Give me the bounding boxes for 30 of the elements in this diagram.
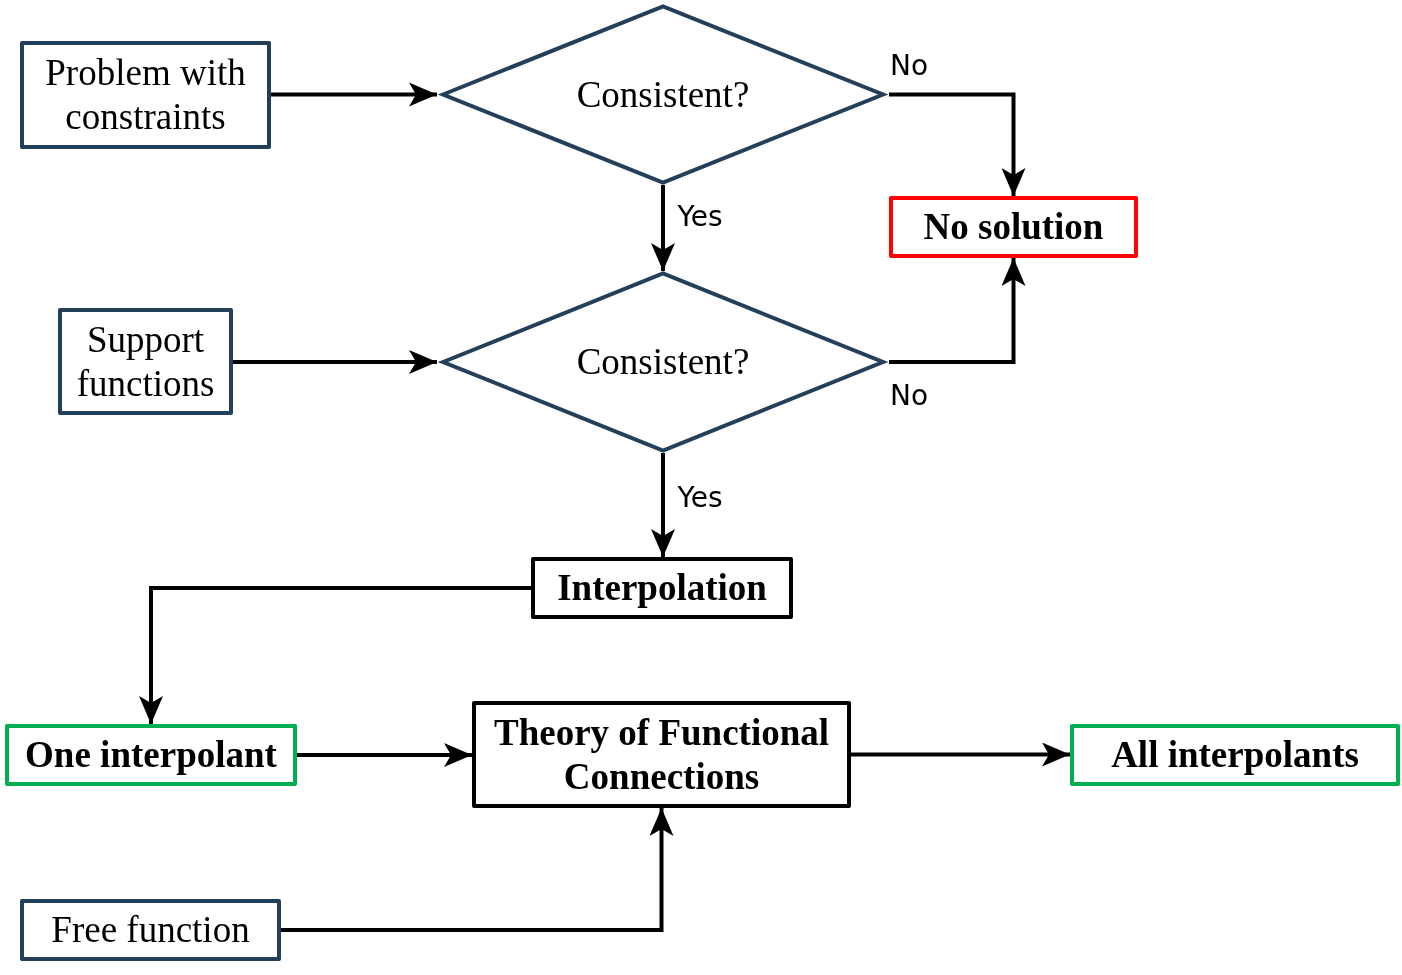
- result-box: [5, 724, 297, 786]
- step-label: Support functions: [75, 317, 216, 406]
- arrow: [851, 742, 1070, 767]
- result-box: [1070, 724, 1400, 786]
- step-label: One interpolant: [25, 733, 277, 777]
- step-label: All interpolants: [1111, 733, 1359, 777]
- decision-label: Consistent?: [576, 340, 750, 384]
- arrow: [651, 453, 675, 557]
- arrow: [139, 586, 531, 724]
- step-label: Theory of Functional Connections: [492, 710, 831, 799]
- arrow: [281, 808, 674, 932]
- process-box: [472, 701, 851, 808]
- step-label: No solution: [923, 205, 1104, 249]
- arrow: [889, 92, 1026, 196]
- decision-diamond: [437, 271, 889, 453]
- decision-diamond: [437, 4, 889, 185]
- process-box: [58, 308, 233, 415]
- step-label: Free function: [51, 908, 250, 952]
- arrow: [651, 185, 675, 271]
- arrow: [233, 350, 437, 374]
- process-box: [531, 557, 793, 619]
- process-box: [20, 41, 271, 149]
- arrow: [297, 743, 472, 767]
- decision-label: Consistent?: [576, 72, 750, 117]
- process-box: [20, 899, 281, 961]
- step-label: Interpolation: [557, 566, 767, 610]
- arrow: [271, 82, 437, 107]
- step-label: Problem with constraints: [44, 51, 247, 139]
- arrow: [889, 258, 1026, 364]
- result-box: [889, 196, 1138, 258]
